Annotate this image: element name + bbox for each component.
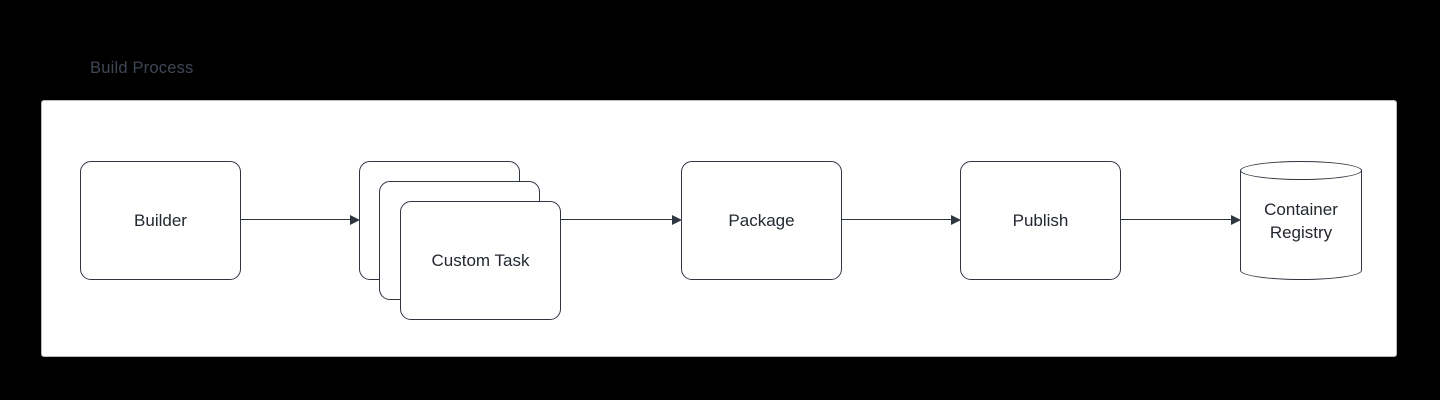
node-builder-label: Builder xyxy=(134,210,187,230)
node-custom-task-front-label: Custom Task xyxy=(431,250,530,270)
node-publish-label: Publish xyxy=(1012,210,1069,230)
page-title: Build Process xyxy=(90,59,194,77)
connector-builder-to-custom-task xyxy=(241,215,360,225)
node-package-label: Package xyxy=(728,210,795,230)
node-publish[interactable]: Publish xyxy=(960,161,1121,280)
node-container-registry[interactable]: Container Registry xyxy=(1240,161,1362,280)
connector-custom-task-to-package xyxy=(561,215,682,225)
build-process-group: Builder Custom Task Package Publish Cont… xyxy=(41,100,1397,357)
arrowhead-icon xyxy=(1231,215,1241,225)
cylinder-body-shape xyxy=(1240,170,1362,271)
node-package[interactable]: Package xyxy=(681,161,842,280)
connector-package-to-publish xyxy=(842,215,961,225)
node-container-registry-label: Container Registry xyxy=(1240,161,1362,280)
connector-line xyxy=(241,219,350,221)
connector-line xyxy=(1121,219,1231,221)
arrowhead-icon xyxy=(350,215,360,225)
arrowhead-icon xyxy=(672,215,682,225)
node-container-registry-label-line2: Registry xyxy=(1269,222,1333,242)
node-custom-task-front[interactable]: Custom Task xyxy=(400,201,561,320)
arrowhead-icon xyxy=(951,215,961,225)
connector-publish-to-registry xyxy=(1121,215,1241,225)
node-container-registry-label-line1: Container xyxy=(1264,199,1338,219)
connector-line xyxy=(842,219,951,221)
node-builder[interactable]: Builder xyxy=(80,161,241,280)
connector-line xyxy=(561,219,672,221)
cylinder-top-shape xyxy=(1240,161,1362,180)
